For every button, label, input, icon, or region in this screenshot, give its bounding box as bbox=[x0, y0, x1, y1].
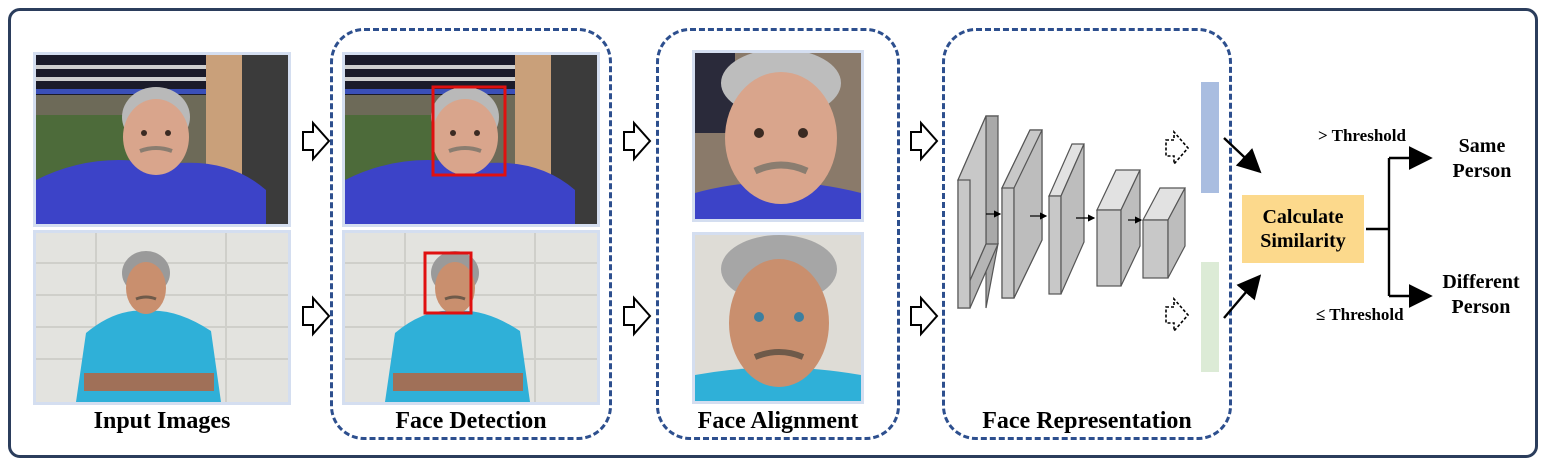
input-image-bottom bbox=[33, 230, 291, 405]
cnn-layer-1 bbox=[957, 115, 999, 309]
detection-image-top bbox=[342, 52, 600, 227]
face-representation-stage bbox=[942, 28, 1232, 440]
similarity-label: Similarity bbox=[1260, 230, 1346, 252]
input-images-caption: Input Images bbox=[93, 408, 231, 434]
cnn-layer-2 bbox=[1001, 129, 1043, 299]
calculate-label: Calculate bbox=[1262, 206, 1344, 228]
input-image-top bbox=[33, 52, 291, 227]
face-detection-stage bbox=[330, 28, 612, 440]
detection-box bbox=[423, 251, 473, 315]
above-threshold-label: > Threshold bbox=[1318, 126, 1406, 145]
flow-arrow-icon bbox=[623, 120, 652, 162]
embedding-vector-top bbox=[1201, 82, 1219, 193]
face-alignment-caption: Face Alignment bbox=[697, 408, 859, 434]
face-detection-caption: Face Detection bbox=[395, 408, 547, 434]
cnn-layer-3 bbox=[1048, 143, 1085, 295]
flow-arrow-icon bbox=[910, 295, 939, 337]
flow-arrow-icon bbox=[302, 295, 331, 337]
detection-image-bottom bbox=[342, 230, 600, 405]
diagram-frame bbox=[8, 8, 1538, 458]
face-alignment-stage bbox=[656, 28, 900, 440]
flow-arrow-icon bbox=[910, 120, 939, 162]
dashed-arrow-icon bbox=[1165, 296, 1190, 334]
aligned-face-bottom bbox=[692, 232, 864, 404]
flow-arrow-icon bbox=[623, 295, 652, 337]
cnn-layer-4 bbox=[1096, 169, 1141, 287]
below-threshold-label: ≤ Threshold bbox=[1316, 305, 1404, 324]
embedding-vector-bottom bbox=[1201, 262, 1219, 372]
face-representation-caption: Face Representation bbox=[982, 408, 1192, 434]
dashed-arrow-icon bbox=[1165, 129, 1190, 167]
flow-arrow-icon bbox=[302, 120, 331, 162]
aligned-face-top bbox=[692, 50, 864, 222]
detection-box bbox=[431, 85, 507, 177]
cnn-layer-5 bbox=[1142, 187, 1186, 279]
calculate-similarity-box: Calculate Similarity bbox=[1242, 195, 1364, 263]
